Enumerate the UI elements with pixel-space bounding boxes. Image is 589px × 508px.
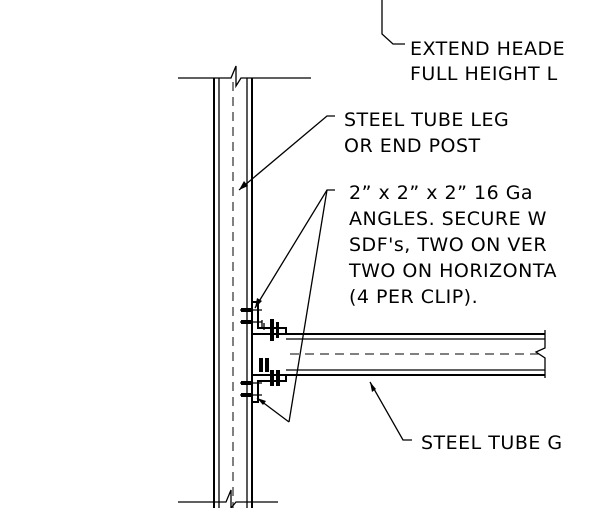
top-break-line bbox=[178, 65, 311, 89]
angles-note-line-1: 2” x 2” x 2” 16 Ga bbox=[349, 182, 533, 204]
tube-girt-leader bbox=[369, 381, 412, 441]
upper-clip-angle bbox=[251, 301, 287, 335]
screw-mid-1 bbox=[259, 358, 269, 372]
steel-tube-girt bbox=[286, 330, 546, 378]
extend-header-leader bbox=[381, 0, 405, 45]
tube-girt-label: STEEL TUBE G bbox=[421, 432, 563, 454]
angles-note-line-5: (4 PER CLIP). bbox=[349, 286, 478, 308]
extend-header-line-2: FULL HEIGHT L bbox=[410, 63, 558, 85]
screw-upper-2 bbox=[240, 320, 262, 324]
bottom-break-line bbox=[178, 489, 278, 508]
fastener-screws bbox=[240, 308, 280, 397]
screw-upper-1 bbox=[240, 308, 262, 312]
screw-lower-1 bbox=[240, 381, 262, 385]
tube-leg-leader bbox=[238, 115, 335, 191]
steel-tube-post bbox=[213, 78, 253, 508]
screw-lower-2 bbox=[240, 393, 262, 397]
angles-note-line-3: SDF's, TWO ON VER bbox=[349, 234, 547, 256]
angles-note-line-4: TWO ON HORIZONTA bbox=[348, 260, 557, 282]
screw-upper-vertical bbox=[270, 319, 279, 341]
screw-mid-2 bbox=[270, 370, 280, 386]
tube-leg-line-1: STEEL TUBE LEG bbox=[344, 109, 509, 131]
extend-header-line-1: EXTEND HEADE bbox=[410, 38, 565, 60]
clip-angle-leaders bbox=[254, 189, 335, 423]
tube-leg-line-2: OR END POST bbox=[344, 135, 481, 157]
angles-note-line-2: ANGLES. SECURE W bbox=[349, 208, 547, 230]
lower-clip-angle bbox=[251, 374, 287, 403]
